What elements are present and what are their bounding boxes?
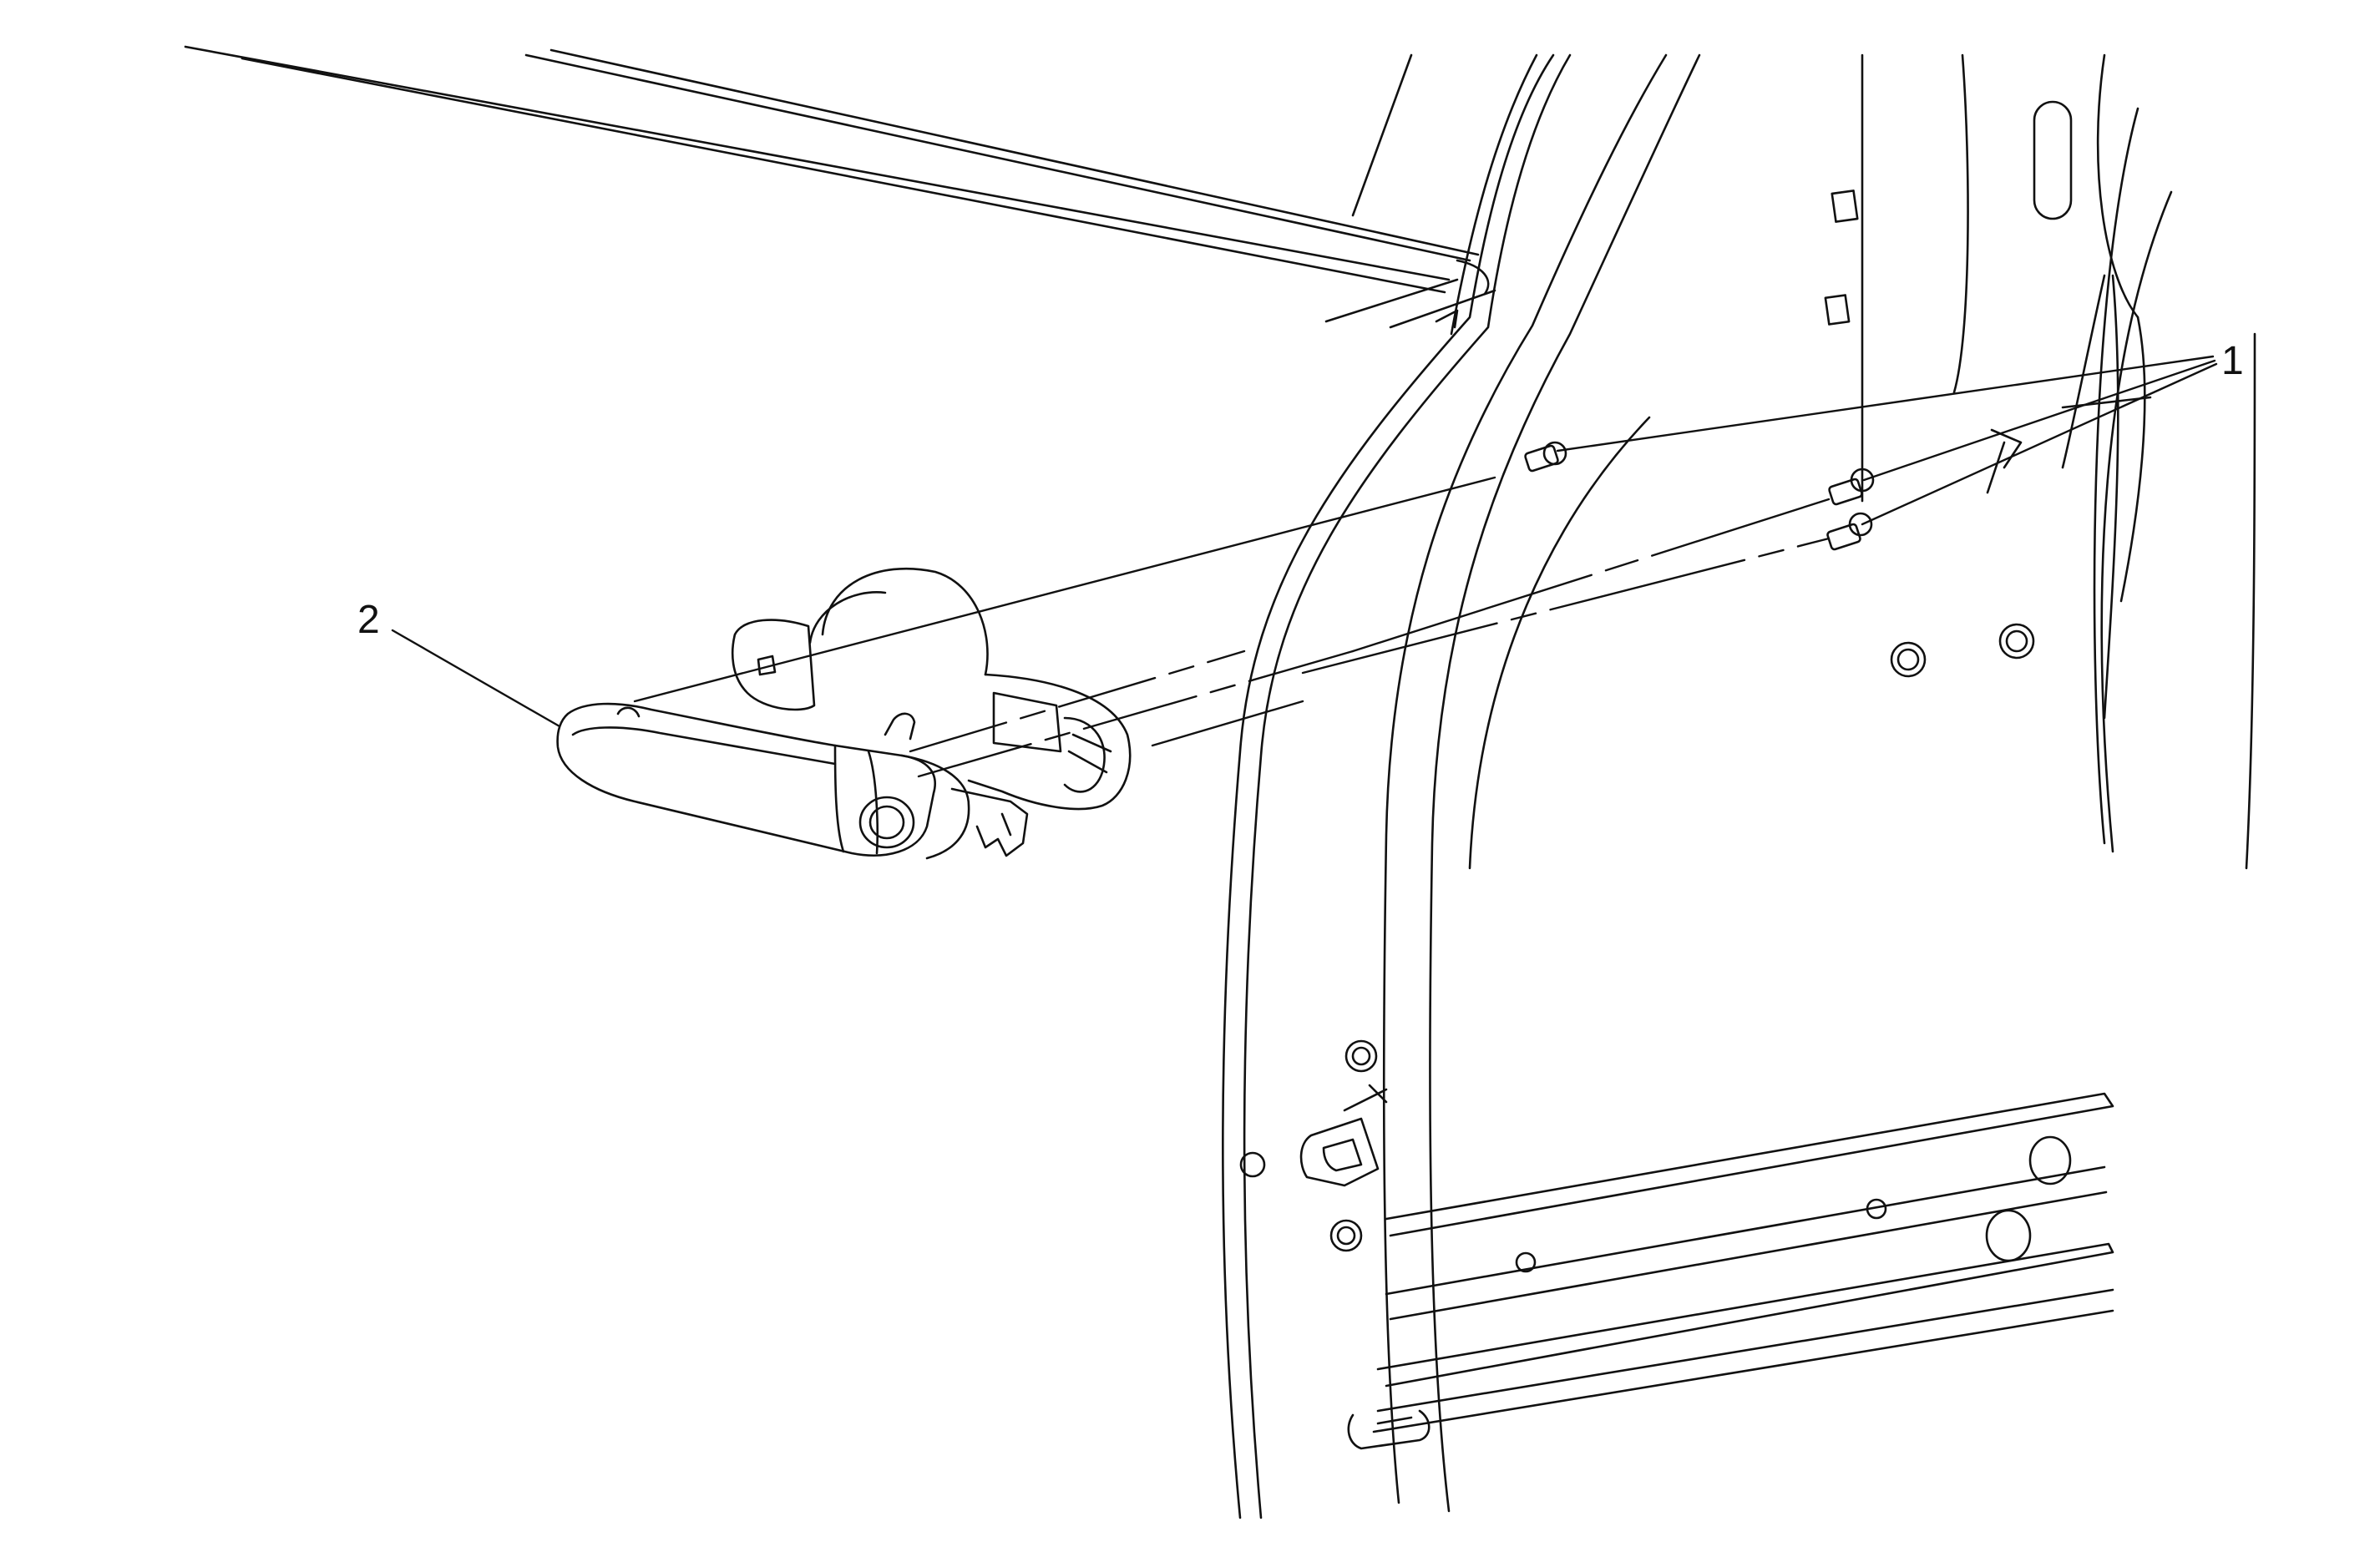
bolt-upper (1524, 441, 1567, 473)
bolt-middle (1828, 468, 1875, 506)
handle-bracket (731, 567, 1132, 811)
bolt-lower (1826, 512, 1873, 551)
mounting-bolts (1524, 441, 1875, 551)
lower-door-sill (1347, 1092, 2114, 1450)
latch-striker (1299, 1088, 1388, 1187)
door-handle (556, 702, 1029, 860)
bolt-holes (1239, 100, 2073, 1273)
callout-2: 2 (357, 598, 380, 642)
callout-1: 1 (2221, 339, 2244, 383)
door-frame-pillar (1222, 53, 1701, 1519)
alignment-lines (633, 476, 1831, 778)
inner-door-panel (1468, 53, 2256, 870)
callout-leaders (391, 355, 2218, 728)
window-trim-lines (184, 45, 1496, 329)
